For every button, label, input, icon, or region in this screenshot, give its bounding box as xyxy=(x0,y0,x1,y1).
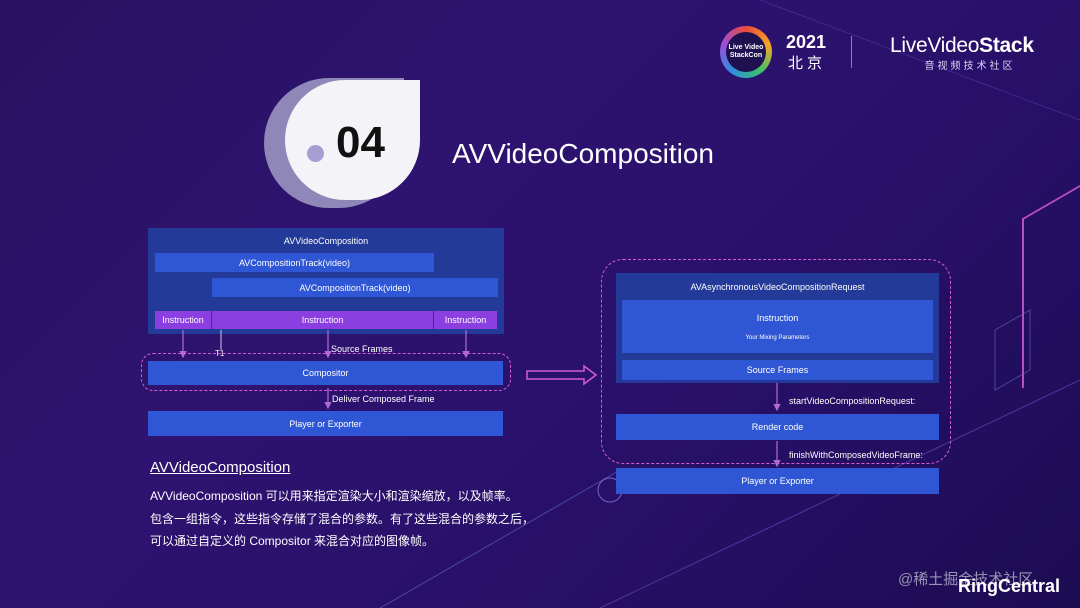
right-instruction-box: Instruction Your Mixing Parameters xyxy=(622,300,933,353)
caption-line-1: AVVideoComposition 可以用来指定渲染大小和渲染缩放，以及帧率。 xyxy=(150,489,518,503)
badge-line1: Live Video xyxy=(728,44,764,51)
event-year: 2021 xyxy=(786,32,827,52)
instruction-middle: Instruction xyxy=(212,311,433,329)
left-player-box: Player or Exporter xyxy=(148,411,503,436)
watermark: @稀土掘金技术社区 xyxy=(898,571,1034,588)
start-request-label: startVideoCompositionRequest: xyxy=(789,396,916,406)
deliver-label: Deliver Composed Frame xyxy=(332,394,435,404)
brand-prefix: LiveVideo xyxy=(890,34,980,57)
track-2-label: AVCompositionTrack(video) xyxy=(299,282,411,293)
right-player-box: Player or Exporter xyxy=(616,468,939,494)
instruction-middle-label: Instruction xyxy=(301,315,344,325)
header-divider xyxy=(851,36,852,68)
caption-line-3: 可以通过自定义的 Compositor 来混合对应的图像帧。 xyxy=(150,534,435,548)
instruction-right: Instruction xyxy=(434,311,497,329)
request-label: AVAsynchronousVideoCompositionRequest xyxy=(690,282,865,292)
right-source-frames-label: Source Frames xyxy=(746,365,809,375)
caption-title: AVVideoComposition xyxy=(150,459,291,476)
caption-line-2: 包含一组指令，这些指令存储了混合的参数。有了这些混合的参数之后， xyxy=(150,512,535,526)
instruction-left-label: Instruction xyxy=(162,315,204,325)
instruction-left: Instruction xyxy=(155,311,211,329)
brand-logo: LiveVideoStack xyxy=(890,34,1034,58)
livevideostackcon-badge: Live Video StackCon xyxy=(720,26,772,78)
track-1-label: AVCompositionTrack(video) xyxy=(238,257,351,268)
mixing-parameters-label: Your Mixing Parameters xyxy=(745,334,810,341)
event-city: 北京 xyxy=(788,55,827,72)
render-code-box: Render code xyxy=(616,414,939,440)
composition-track-1: AVCompositionTrack(video) xyxy=(155,253,434,272)
brand-bold: Stack xyxy=(979,34,1034,57)
composition-track-2: AVCompositionTrack(video) xyxy=(212,278,498,297)
brand-subtitle: 音视频技术社区 xyxy=(924,61,1016,72)
render-code-label: Render code xyxy=(751,422,804,432)
section-number: 04 xyxy=(336,118,385,167)
compositor-dashed-frame xyxy=(141,353,511,391)
instruction-right-label: Instruction xyxy=(444,315,487,325)
compositor-box: Compositor xyxy=(148,361,503,385)
avvideocomposition-label: AVVideoComposition xyxy=(283,236,369,246)
badge-line2: StackCon xyxy=(729,52,763,59)
section-dot xyxy=(307,145,324,162)
request-dashed-frame xyxy=(601,259,951,464)
left-player-label: Player or Exporter xyxy=(289,418,362,429)
section-petal xyxy=(285,80,420,200)
section-title: AVVideoComposition xyxy=(452,138,715,169)
right-source-frames-box: Source Frames xyxy=(622,360,933,380)
finish-label: finishWithComposedVideoFrame: xyxy=(789,450,923,460)
ringcentral-logo: RingCentral xyxy=(958,576,1061,596)
compositor-label: Compositor xyxy=(302,368,349,378)
right-player-label: Player or Exporter xyxy=(741,476,814,486)
right-instruction-label: Instruction xyxy=(756,312,799,323)
source-frames-label: Source Frames xyxy=(331,344,393,354)
